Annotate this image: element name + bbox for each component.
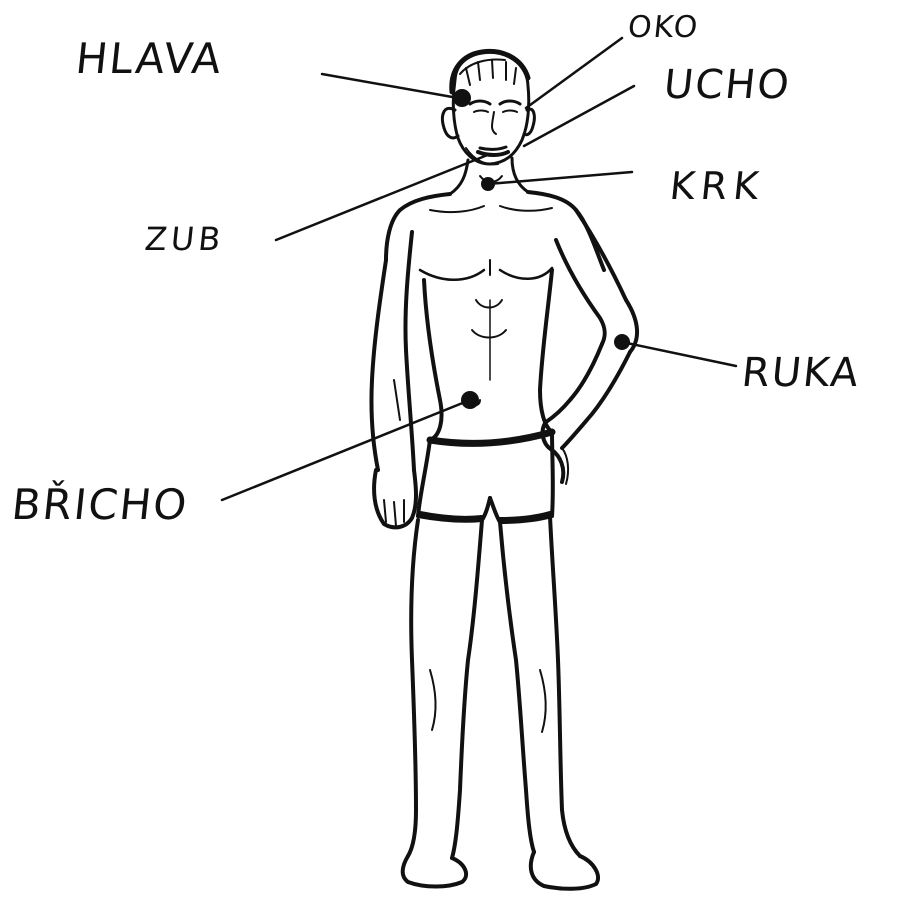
head-drawing xyxy=(442,51,534,164)
dot-krk xyxy=(481,177,495,191)
leader-line-ruka xyxy=(622,342,736,366)
dot-ruka xyxy=(614,334,630,350)
dot-hlava xyxy=(453,89,471,107)
label-ucho: UCHO xyxy=(662,62,794,108)
leader-line-krk xyxy=(488,172,632,184)
leader-lines xyxy=(222,38,736,500)
leader-line-ucho xyxy=(524,86,634,146)
leader-line-oko xyxy=(526,38,622,108)
label-ruka: RUKA xyxy=(740,350,863,396)
shorts-drawing xyxy=(418,432,553,522)
label-hlava: HLAVA xyxy=(73,34,225,83)
label-zub: ZUB xyxy=(143,220,226,258)
leader-line-zub xyxy=(276,154,490,240)
leader-line-hlava xyxy=(322,74,458,98)
label-bricho: BŘICHO xyxy=(9,480,191,529)
dot-bricho xyxy=(461,391,479,409)
leader-line-bricho xyxy=(222,400,470,500)
legs-drawing xyxy=(403,516,598,889)
label-krk: KRK xyxy=(668,164,767,208)
label-oko: OKO xyxy=(626,10,701,45)
left-arm-drawing xyxy=(371,232,416,527)
torso-drawing xyxy=(386,192,604,440)
